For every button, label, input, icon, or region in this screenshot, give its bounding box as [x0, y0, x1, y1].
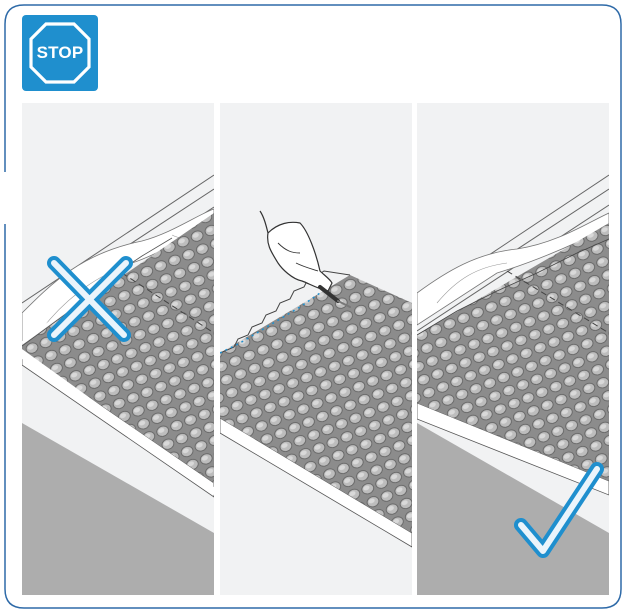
panel-incorrect: [22, 103, 214, 595]
stop-badge: STOP: [22, 15, 98, 91]
panel-cut: [220, 103, 412, 595]
stop-label: STOP: [22, 15, 98, 91]
panel-correct: [417, 103, 609, 595]
